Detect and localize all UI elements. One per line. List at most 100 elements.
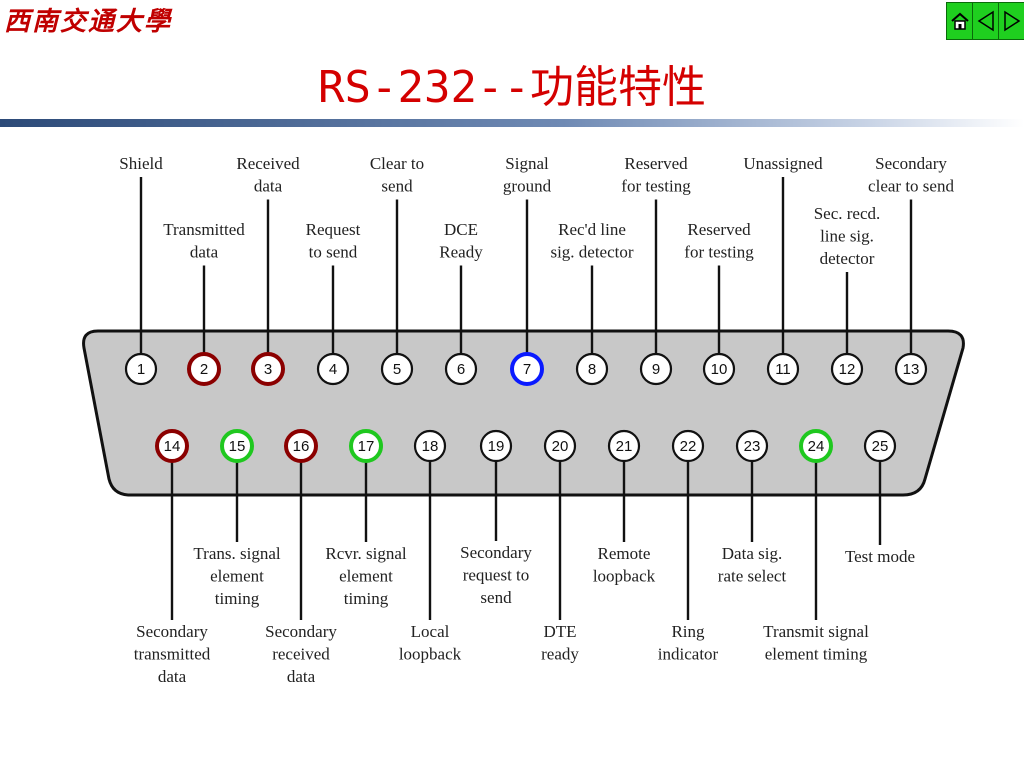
pin-20-label: ready bbox=[541, 645, 579, 664]
pin-25 bbox=[863, 429, 897, 463]
pin-14-label: transmitted bbox=[134, 645, 211, 664]
pin-number-4: 4 bbox=[329, 361, 337, 378]
pin-8-label: sig. detector bbox=[550, 243, 633, 262]
pin-5 bbox=[380, 352, 414, 386]
pin-2 bbox=[187, 352, 221, 386]
pin-24-label: element timing bbox=[765, 645, 868, 664]
pin-20-label: DTE bbox=[543, 622, 576, 641]
pin-15-label: timing bbox=[215, 589, 260, 608]
pin-15-label: Trans. signal bbox=[193, 544, 280, 563]
pin-24-label: Transmit signal bbox=[763, 622, 869, 641]
pin-13-label: Secondary bbox=[875, 154, 947, 173]
pin-7 bbox=[510, 352, 544, 386]
pin-1-label: Shield bbox=[119, 154, 163, 173]
pin-5-label: send bbox=[381, 177, 413, 196]
pin-2-label: data bbox=[190, 243, 219, 262]
pin-9 bbox=[639, 352, 673, 386]
pin-3-label: data bbox=[254, 177, 283, 196]
home-icon bbox=[950, 12, 969, 30]
pin-23-label: rate select bbox=[718, 567, 787, 586]
pin-number-25: 25 bbox=[872, 438, 889, 455]
pin-1 bbox=[124, 352, 158, 386]
pin-6-label: Ready bbox=[439, 243, 483, 262]
pin-number-3: 3 bbox=[264, 361, 272, 378]
pin-21-label: Remote bbox=[598, 544, 651, 563]
pin-number-10: 10 bbox=[711, 361, 728, 378]
pin-4 bbox=[316, 352, 350, 386]
pin-number-12: 12 bbox=[839, 361, 856, 378]
pin-number-8: 8 bbox=[588, 361, 596, 378]
pin-number-17: 17 bbox=[358, 438, 375, 455]
pin-number-2: 2 bbox=[200, 361, 208, 378]
pin-14-label: Secondary bbox=[136, 622, 208, 641]
previous-slide-button[interactable] bbox=[973, 3, 999, 39]
pin-2-label: Transmitted bbox=[163, 220, 245, 239]
slide-title: RS-232--功能特性 bbox=[318, 62, 706, 113]
pin-number-9: 9 bbox=[652, 361, 660, 378]
triangle-left-icon bbox=[977, 10, 994, 32]
pin-14 bbox=[155, 429, 189, 463]
pin-6-label: DCE bbox=[444, 220, 478, 239]
pin-9-label: for testing bbox=[621, 177, 691, 196]
pin-18 bbox=[413, 429, 447, 463]
pin-21 bbox=[607, 429, 641, 463]
slide-nav-bar bbox=[946, 2, 1024, 40]
pin-number-21: 21 bbox=[616, 438, 633, 455]
next-slide-button[interactable] bbox=[999, 3, 1024, 39]
pin-number-22: 22 bbox=[680, 438, 697, 455]
pin-3-label: Received bbox=[236, 154, 300, 173]
pin-14-label: data bbox=[158, 667, 187, 686]
pin-13-label: clear to send bbox=[868, 177, 954, 196]
title-divider bbox=[0, 119, 1024, 127]
pin-24 bbox=[799, 429, 833, 463]
pin-19 bbox=[479, 429, 513, 463]
pin-15 bbox=[220, 429, 254, 463]
pin-25-label: Test mode bbox=[845, 547, 915, 566]
pin-number-13: 13 bbox=[903, 361, 920, 378]
pin-18-label: loopback bbox=[399, 645, 462, 664]
pin-number-11: 11 bbox=[775, 361, 791, 378]
pin-16 bbox=[284, 429, 318, 463]
pin-18-label: Local bbox=[411, 622, 450, 641]
pin-16-label: Secondary bbox=[265, 622, 337, 641]
pin-11 bbox=[766, 352, 800, 386]
pin-number-6: 6 bbox=[457, 361, 465, 378]
pin-10-label: for testing bbox=[684, 243, 754, 262]
pin-12-label: line sig. bbox=[820, 227, 874, 246]
pin-12-label: detector bbox=[820, 249, 875, 268]
pin-3 bbox=[251, 352, 285, 386]
pin-number-19: 19 bbox=[488, 438, 505, 455]
pin-number-15: 15 bbox=[229, 438, 246, 455]
pin-21-label: loopback bbox=[593, 567, 656, 586]
pin-19-label: request to bbox=[463, 566, 530, 585]
pin-16-label: data bbox=[287, 667, 316, 686]
pin-number-24: 24 bbox=[808, 438, 825, 455]
pin-12-label: Sec. recd. bbox=[814, 204, 881, 223]
home-button[interactable] bbox=[947, 3, 973, 39]
pin-16-label: received bbox=[272, 645, 330, 664]
triangle-right-icon bbox=[1003, 10, 1020, 32]
university-logo: 西南交通大學 bbox=[4, 7, 173, 37]
pin-22-label: Ring bbox=[671, 622, 705, 641]
pin-number-7: 7 bbox=[523, 361, 531, 378]
pin-6 bbox=[444, 352, 478, 386]
pin-11-label: Unassigned bbox=[743, 154, 823, 173]
pin-13 bbox=[894, 352, 928, 386]
pin-number-14: 14 bbox=[164, 438, 181, 455]
pin-12 bbox=[830, 352, 864, 386]
pin-number-16: 16 bbox=[293, 438, 310, 455]
pin-number-5: 5 bbox=[393, 361, 401, 378]
pin-17 bbox=[349, 429, 383, 463]
pin-8-label: Rec'd line bbox=[558, 220, 626, 239]
pin-5-label: Clear to bbox=[370, 154, 424, 173]
leader-lines bbox=[139, 177, 913, 620]
pin-17-label: timing bbox=[344, 589, 389, 608]
pin-9-label: Reserved bbox=[624, 154, 688, 173]
pin-22-label: indicator bbox=[658, 645, 719, 664]
pin-17-label: Rcvr. signal bbox=[325, 544, 406, 563]
pin-17-label: element bbox=[339, 567, 393, 586]
pin-labels: ShieldTransmitteddataReceiveddataRequest… bbox=[119, 154, 954, 686]
pin-4-label: to send bbox=[309, 243, 358, 262]
